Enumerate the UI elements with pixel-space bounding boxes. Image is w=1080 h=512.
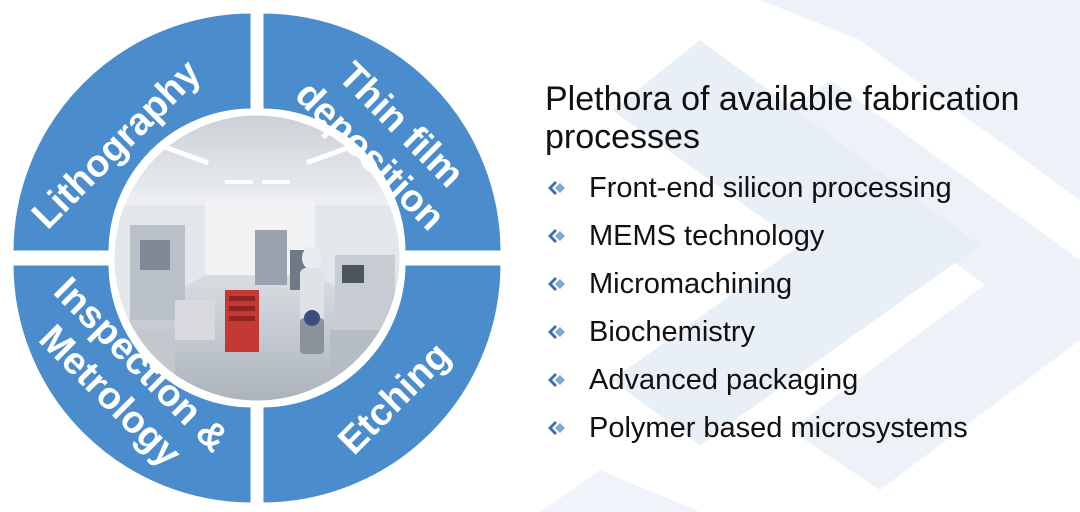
list-item-label: Micromachining (589, 267, 793, 300)
fabrication-process-wheel: Lithography Thin film deposition Inspect… (10, 10, 504, 506)
process-list: Front-end silicon processing MEMS techno… (545, 164, 968, 452)
list-item-label: MEMS technology (589, 219, 825, 252)
list-item: Front-end silicon processing (545, 164, 968, 212)
list-item-label: Polymer based microsystems (589, 411, 968, 444)
list-item: Advanced packaging (545, 356, 968, 404)
diamond-arrow-icon (548, 421, 565, 435)
diamond-arrow-icon (548, 229, 565, 243)
cleanroom-photo (109, 110, 405, 406)
quadrant-etching (260, 262, 504, 506)
heading: Plethora of available fabrication proces… (545, 80, 1020, 156)
quadrant-inspection-metrology (10, 262, 254, 506)
quadrant-lithography (10, 10, 254, 254)
list-item-label: Biochemistry (589, 315, 755, 348)
list-item: MEMS technology (545, 212, 968, 260)
diamond-arrow-icon (548, 325, 565, 339)
quadrant-thin-film-deposition (260, 10, 504, 254)
list-item: Biochemistry (545, 308, 968, 356)
diamond-arrow-icon (548, 373, 565, 387)
list-item: Micromachining (545, 260, 968, 308)
list-item-label: Advanced packaging (589, 363, 859, 396)
diamond-arrow-icon (548, 181, 565, 195)
diamond-arrow-icon (548, 277, 565, 291)
list-item: Polymer based microsystems (545, 404, 968, 452)
list-item-label: Front-end silicon processing (589, 171, 952, 204)
